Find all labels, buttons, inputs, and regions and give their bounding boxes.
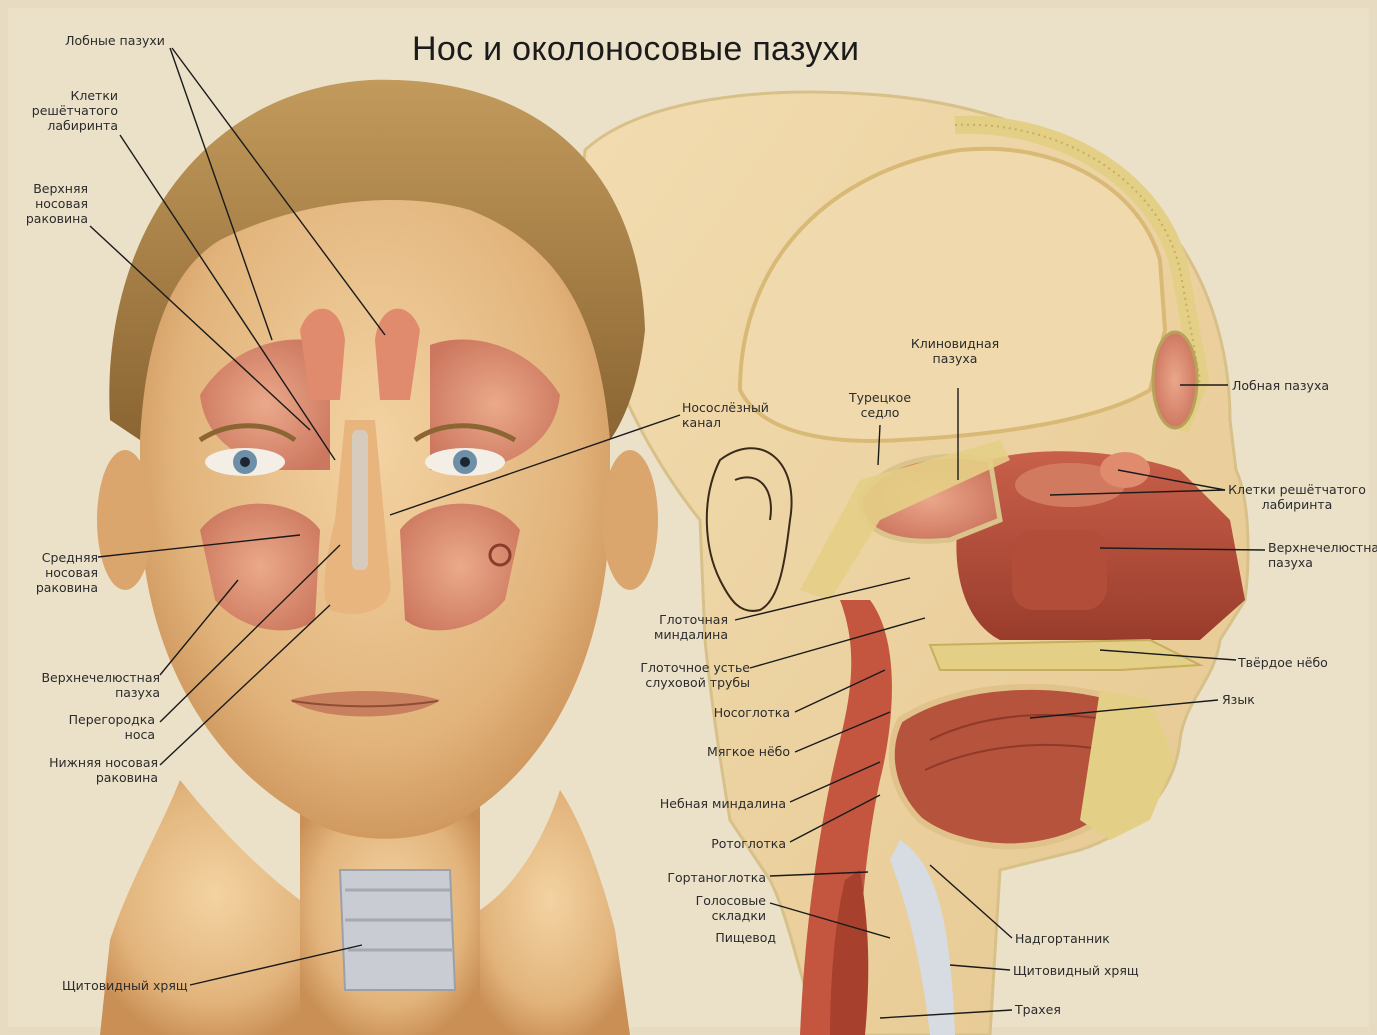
label-palatine-tonsil: Небная миндалина [600, 796, 786, 811]
label-hard-palate: Твёрдое нёбо [1238, 655, 1368, 670]
label-frontal-sinuses: Лобные пазухи [55, 33, 175, 48]
label-soft-palate: Мягкое нёбо [650, 744, 790, 759]
label-trachea: Трахея [1015, 1002, 1115, 1017]
label-maxillary-right: Верхнечелюстная пазуха [1268, 540, 1373, 570]
label-epiglottis: Надгортанник [1015, 931, 1155, 946]
label-sella: Турецкое седло [830, 390, 930, 420]
label-inferior-concha: Нижняя носовая раковина [20, 755, 158, 785]
front-face [97, 80, 658, 1035]
label-superior-concha: Верхняя носовая раковина [10, 181, 88, 226]
label-nasolacrimal: Носослёзный канал [682, 400, 802, 430]
label-septum: Перегородка носа [30, 712, 155, 742]
label-frontal-right: Лобная пазуха [1232, 378, 1372, 393]
label-ethmoid-cells-left: Клетки решётчатого лабиринта [20, 88, 118, 133]
page-title: Нос и околоносовые пазухи [412, 30, 859, 69]
label-nasopharynx: Носоглотка [650, 705, 790, 720]
label-tongue: Язык [1222, 692, 1302, 707]
label-thyroid-right: Щитовидный хрящ [1013, 963, 1163, 978]
label-pharyngeal-tonsil: Глоточная миндалина [610, 612, 728, 642]
label-maxillary-sinus-left: Верхнечелюстная пазуха [10, 670, 160, 700]
label-tube-orifice: Глоточное устье слуховой трубы [595, 660, 750, 690]
label-thyroid-left: Щитовидный хрящ [62, 978, 192, 993]
label-esophagus: Пищевод [650, 930, 776, 945]
label-laryngopharynx: Гортаноглотка [620, 870, 766, 885]
label-oropharynx: Ротоглотка [650, 836, 786, 851]
label-middle-concha: Средняя носовая раковина [10, 550, 98, 595]
label-vocal-folds: Голосовые складки [640, 893, 766, 923]
label-ethmoid-right: Клетки решётчатого лабиринта [1222, 482, 1372, 512]
label-sphenoid: Клиновидная пазуха [890, 336, 1020, 366]
